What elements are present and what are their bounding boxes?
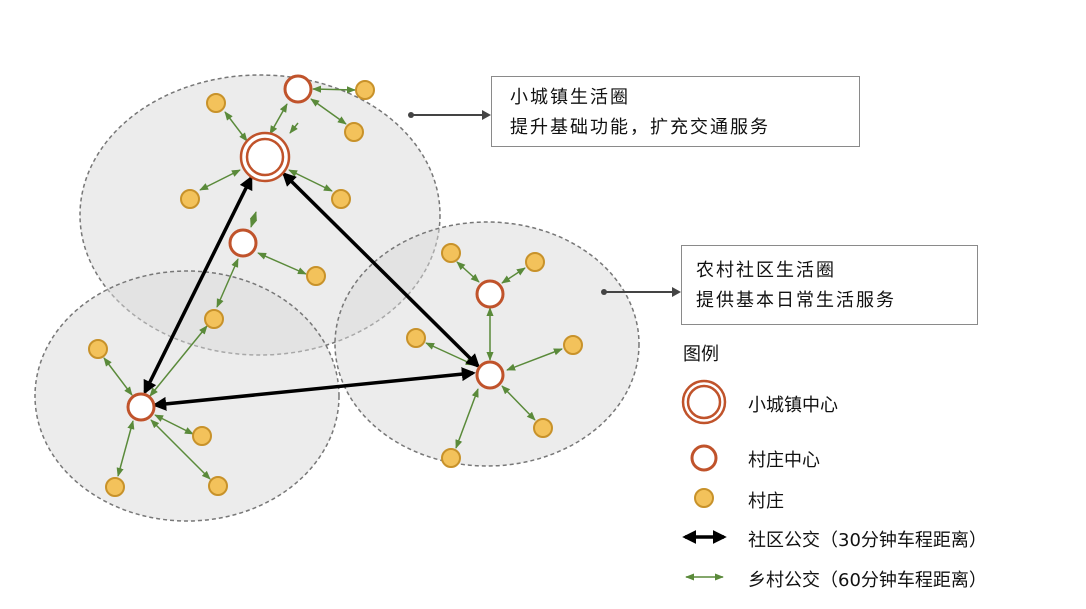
legend-label-village-center: 村庄中心	[748, 450, 820, 471]
village-center-nodes	[126, 74, 505, 422]
callout-town-title: 小城镇生活圈	[510, 87, 630, 108]
village-node	[441, 243, 461, 263]
village-node	[344, 122, 364, 142]
town-center-node	[239, 131, 291, 183]
village-node	[206, 93, 226, 113]
callout-village-life-circle: 农村社区生活圈 提供基本日常生活服务	[681, 245, 978, 325]
village-center-node	[475, 360, 505, 390]
village-node	[306, 266, 326, 286]
callout-town-life-circle: 小城镇生活圈 提升基础功能，扩充交通服务	[491, 76, 860, 147]
village-center-node	[126, 392, 156, 422]
village-life-circle-right	[334, 221, 640, 467]
village-node	[563, 335, 583, 355]
village-node	[406, 328, 426, 348]
legend-village-icon	[694, 488, 714, 508]
legend-town-center-icon	[681, 379, 727, 425]
legend-label-rural-bus: 乡村公交（60分钟车程距离）	[748, 570, 987, 591]
village-center-node	[283, 74, 313, 104]
callout-village-title: 农村社区生活圈	[696, 260, 836, 281]
village-center-node	[475, 279, 505, 309]
community-bus-links	[143, 172, 480, 411]
village-node	[441, 448, 461, 468]
village-node	[204, 309, 224, 329]
village-node	[180, 189, 200, 209]
village-nodes	[88, 80, 583, 497]
village-node	[355, 80, 375, 100]
callout-pointer-town	[408, 110, 491, 120]
callout-town-desc: 提升基础功能，扩充交通服务	[510, 117, 770, 138]
village-node	[525, 252, 545, 272]
legend-village-center-icon	[690, 444, 718, 472]
legend-title: 图例	[683, 344, 719, 365]
village-node	[192, 426, 212, 446]
village-node	[88, 339, 108, 359]
village-node	[208, 476, 228, 496]
legend-label-village: 村庄	[748, 491, 784, 512]
legend-label-town-center: 小城镇中心	[748, 395, 838, 416]
legend-label-community-bus: 社区公交（30分钟车程距离）	[748, 530, 987, 551]
village-node	[105, 477, 125, 497]
village-center-node	[228, 228, 258, 258]
village-node	[331, 189, 351, 209]
callout-village-desc: 提供基本日常生活服务	[696, 290, 896, 311]
callout-pointer-village	[601, 287, 681, 297]
legend-symbols	[681, 379, 727, 581]
village-node	[533, 418, 553, 438]
